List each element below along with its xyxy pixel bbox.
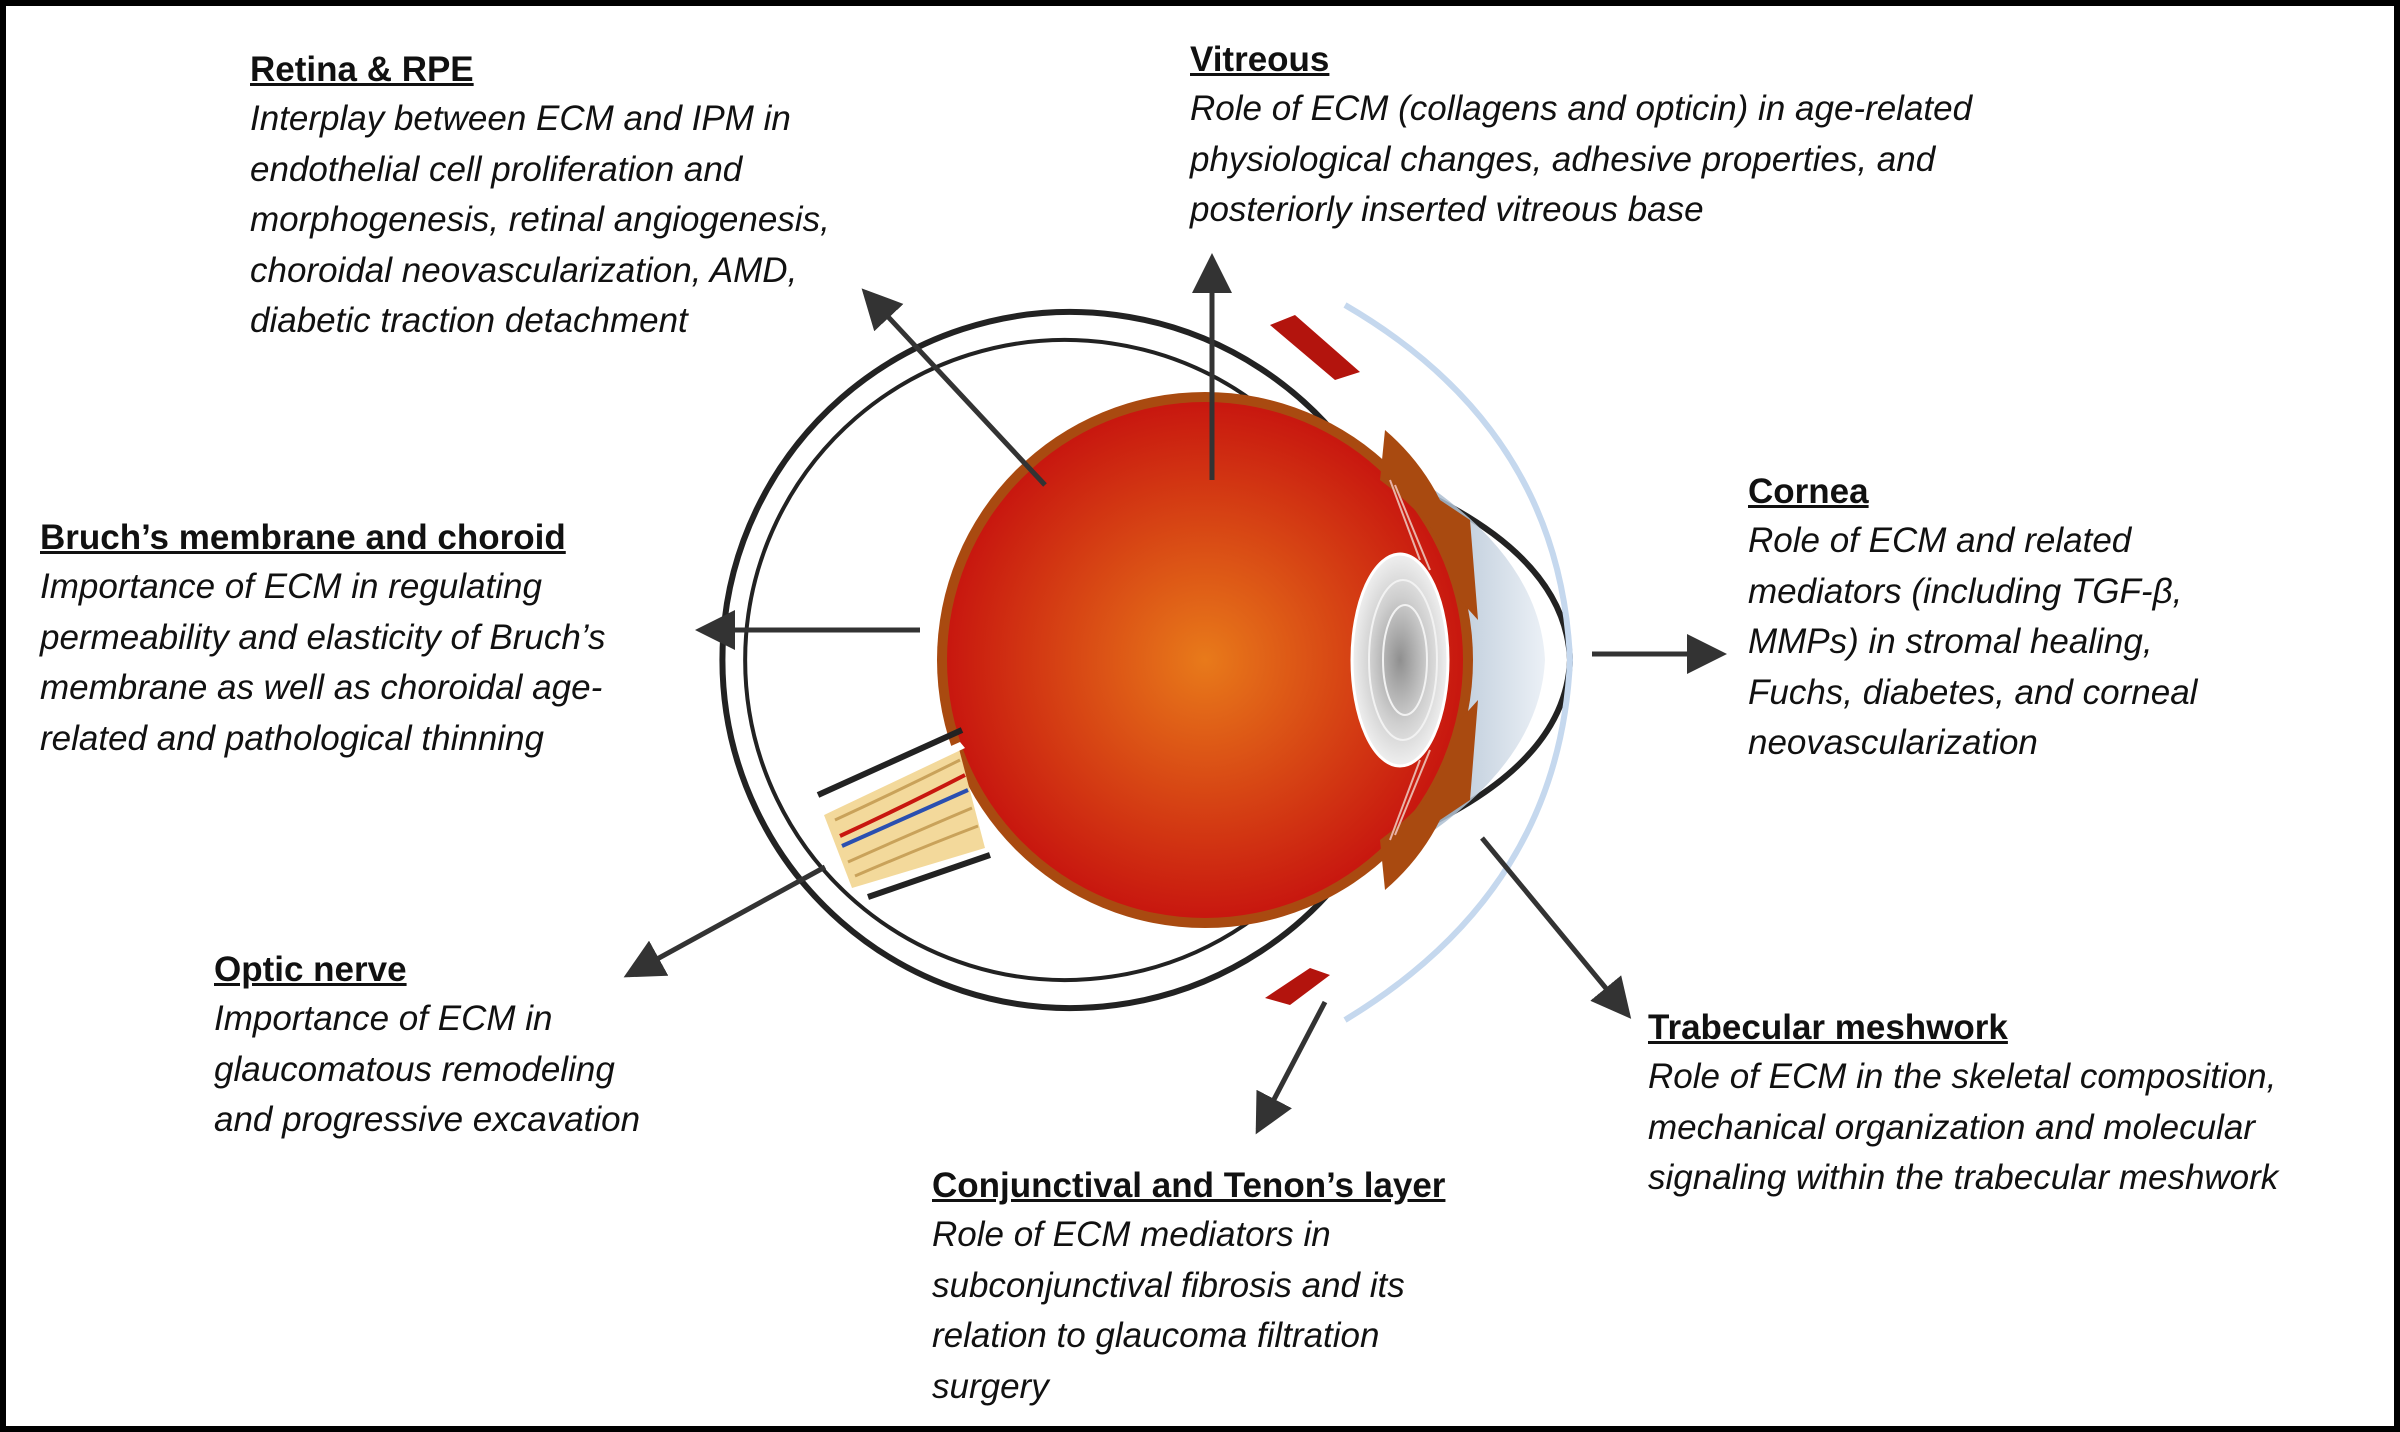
lens [1350, 552, 1450, 768]
callout-line: surgery [932, 1366, 1049, 1406]
ciliary-body-upper [1380, 430, 1478, 620]
lens-ring [1368, 579, 1438, 741]
callout-line: physiological changes, adhesive properti… [1190, 139, 1936, 179]
callout-line: subconjunctival fibrosis and its [932, 1265, 1405, 1305]
callout-description: Role of ECM in the skeletal composition,… [1648, 1052, 2278, 1204]
muscle-upper [1270, 315, 1360, 380]
callout-line: Role of ECM in the skeletal composition, [1648, 1057, 2277, 1096]
arrow-retina [861, 288, 1047, 487]
callout-line: relation to glaucoma filtration [932, 1316, 1380, 1355]
arrow-optic-nerve [623, 864, 827, 978]
zonule-fibers [1389, 479, 1431, 841]
callout-line: Fuchs, diabetes, and corneal [1748, 672, 2198, 712]
callout-vitreous: Vitreous Role of ECM (collagens and opti… [1190, 36, 1972, 236]
callout-description: Role of ECM mediators in subconjunctival… [932, 1210, 1445, 1412]
callout-line: MMPs) in stromal healing, [1748, 622, 2153, 661]
callout-line: posteriorly inserted vitreous base [1190, 190, 1704, 229]
callout-description: Role of ECM (collagens and opticin) in a… [1190, 84, 1972, 236]
callout-line: glaucomatous remodeling [214, 1049, 615, 1089]
callout-line: morphogenesis, retinal angiogenesis, [250, 200, 830, 239]
callout-line: Role of ECM (collagens and opticin) in a… [1190, 89, 1973, 128]
arrow-trabecular [1480, 836, 1632, 1019]
callout-line: neovascularization [1748, 723, 2038, 762]
callout-line: Importance of ECM in regulating [40, 567, 542, 606]
callout-trabecular-meshwork: Trabecular meshwork Role of ECM in the s… [1648, 1004, 2278, 1204]
callout-line: membrane as well as choroidal age- [40, 668, 603, 707]
callout-line: choroidal neovascularization, AMD, [250, 250, 798, 290]
muscle-lower [1265, 968, 1330, 1005]
callout-description: Importance of ECM in glaucomatous remode… [214, 994, 640, 1146]
sclera-inner-outline [743, 338, 1337, 982]
callout-title: Optic nerve [214, 950, 407, 989]
callout-description: Importance of ECM in regulating permeabi… [40, 562, 605, 764]
callout-line: mediators (including TGF-β, [1748, 571, 2183, 611]
callout-description: Role of ECM and related mediators (inclu… [1748, 516, 2197, 769]
arrow-conjunctival [1255, 1000, 1328, 1135]
ciliary-body-lower [1380, 700, 1478, 890]
callout-retina-rpe: Retina & RPE Interplay between ECM and I… [250, 46, 830, 347]
callout-cornea: Cornea Role of ECM and related mediators… [1748, 468, 2197, 769]
callout-title: Retina & RPE [250, 50, 474, 89]
callout-line: Role of ECM mediators in [932, 1215, 1331, 1254]
callout-optic-nerve: Optic nerve Importance of ECM in glaucom… [214, 946, 640, 1146]
callout-line: mechanical organization and molecular [1648, 1107, 2256, 1147]
callout-description: Interplay between ECM and IPM in endothe… [250, 94, 830, 347]
callout-line: permeability and elasticity of Bruch’s [40, 617, 606, 657]
conjunctiva-line [1343, 302, 1574, 1023]
sclera-outline [719, 309, 1363, 1011]
callout-line: Interplay between ECM and IPM in [250, 99, 791, 138]
callout-title: Conjunctival and Tenon’s layer [932, 1166, 1446, 1205]
eyeball [947, 402, 1463, 918]
callout-title: Vitreous [1190, 40, 1330, 79]
callout-bruchs-membrane: Bruch’s membrane and choroid Importance … [40, 514, 605, 764]
callout-line: related and pathological thinning [40, 718, 544, 758]
callout-title: Bruch’s membrane and choroid [40, 518, 566, 557]
callout-line: Role of ECM and related [1748, 521, 2132, 560]
callout-title: Cornea [1748, 472, 1869, 511]
lens-ring [1382, 604, 1428, 716]
optic-nerve [816, 727, 991, 900]
callout-line: signaling within the trabecular meshwork [1648, 1158, 2279, 1197]
callout-line: Importance of ECM in [214, 999, 553, 1038]
callout-conjunctival-tenon: Conjunctival and Tenon’s layer Role of E… [932, 1162, 1445, 1412]
callout-title: Trabecular meshwork [1648, 1008, 2008, 1047]
callout-line: endothelial cell proliferation and [250, 149, 743, 189]
callout-line: diabetic traction detachment [250, 301, 688, 340]
callout-line: and progressive excavation [214, 1100, 641, 1139]
